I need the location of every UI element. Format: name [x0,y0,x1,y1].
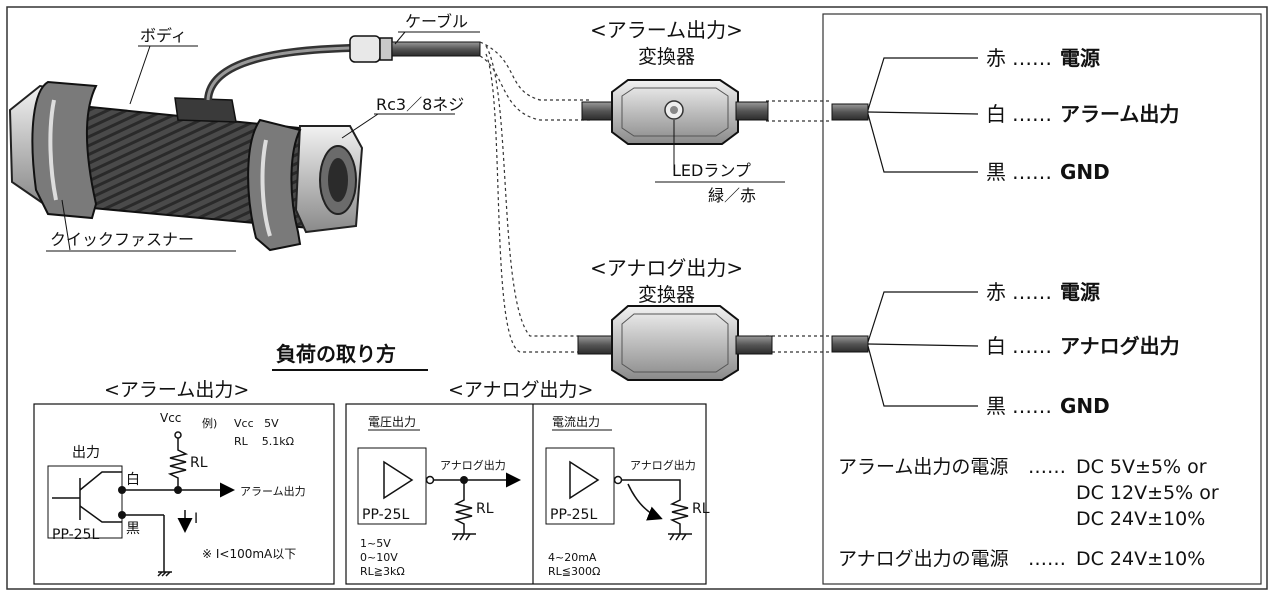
alarm-converter-sub: 変換器 [638,46,696,68]
rl-label: RL [190,455,208,471]
wire-color-black: 黒 [986,394,1006,418]
cable-connector-box [174,97,237,123]
current-spec-2: RL≦300Ω [548,565,601,578]
voltage-spec-1: 1~5V [360,537,391,550]
analog-converter-title: <アナログ出力> [590,256,744,280]
wire-function-alarm-output: アラーム出力 [1060,102,1180,126]
example-vcc: Vcc 5V [234,417,279,430]
voltage-spec-3: RL≧3kΩ [360,565,405,578]
voltage-output-label: アナログ出力 [440,459,506,472]
voltage-rl-label: RL [476,501,494,517]
wire-color-red: 赤 [986,280,1006,304]
wire-color-black: 黒 [986,160,1006,184]
wire-color-red: 赤 [986,46,1006,70]
alarm-load-title: <アラーム出力> [104,379,250,401]
black-wire-label: 黒 [126,521,140,537]
wire-function-analog-output: アナログ出力 [1060,334,1180,358]
alarm-converter [581,79,769,170]
wire-function-power: 電源 [1060,46,1100,70]
wiring-panel [822,13,1262,585]
analog-load-panel [345,403,707,585]
sensor-cable [204,44,351,101]
analog-converter-sub: 変換器 [638,284,696,306]
cable-label: ケーブル [405,12,469,31]
current-heading: 電流出力 [552,415,601,429]
alarm-power-label: アラーム出力の電源 [838,456,1009,478]
wire-dots: …… [1012,102,1052,126]
outer-frame [6,6,1268,590]
current-device-label: PP-25L [550,507,598,523]
power-dots: …… [1028,548,1066,570]
led-colors: 緑／赤 [708,186,757,205]
analog-converter [577,305,773,381]
alarm-power-value-2: DC 12V±5% or [1076,482,1219,504]
left-fastener [31,80,98,220]
wire-dots: …… [1012,394,1052,418]
wire-dots: …… [1012,334,1052,358]
example-label: 例) [202,417,218,430]
cable-connector [349,35,381,63]
wire-color-white: 白 [986,334,1006,358]
voltage-device-label: PP-25L [362,507,410,523]
analog-power-label: アナログ出力の電源 [838,548,1009,570]
current-rl-label: RL [692,501,710,517]
wire-dots: …… [1012,280,1052,304]
wire-dots: …… [1012,160,1052,184]
alarm-load-panel [33,403,335,585]
load-heading: 負荷の取り方 [276,342,396,366]
thread-label: Rc3／8ネジ [376,95,465,114]
alarm-power-value-3: DC 24V±10% [1076,508,1206,530]
device-label: PP-25L [52,527,100,543]
power-dots: …… [1028,456,1066,478]
alarm-power-value-1: DC 5V±5% or [1076,456,1207,478]
analog-load-title: <アナログ出力> [448,379,594,401]
wire-function-power: 電源 [1060,280,1100,304]
body-label: ボディ [140,26,187,45]
wire-function-gnd: GND [1060,394,1110,418]
example-rl: RL 5.1kΩ [234,435,295,448]
current-output-label: アナログ出力 [630,459,696,472]
analog-power-value: DC 24V±10% [1076,548,1206,570]
fastener-label: クイックファスナー [50,230,195,249]
voltage-spec-2: 0~10V [360,551,398,564]
right-fastener [247,118,302,252]
wire-dots: …… [1012,46,1052,70]
wire-function-gnd: GND [1060,160,1110,184]
cable-segment [391,41,481,57]
current-spec-1: 4~20mA [548,551,597,564]
current-label: I [194,511,199,527]
wire-color-white: 白 [986,102,1006,126]
vcc-label: Vcc [160,411,182,425]
led-label: LEDランプ [672,161,751,180]
current-note: ※ I<100mA以下 [202,547,297,561]
alarm-output-arrow-label: アラーム出力 [240,485,306,498]
alarm-converter-title: <アラーム出力> [590,18,743,42]
white-wire-label: 白 [126,472,140,488]
output-label: 出力 [72,445,100,461]
sensor-illustration [8,35,481,252]
voltage-heading: 電圧出力 [368,415,417,429]
